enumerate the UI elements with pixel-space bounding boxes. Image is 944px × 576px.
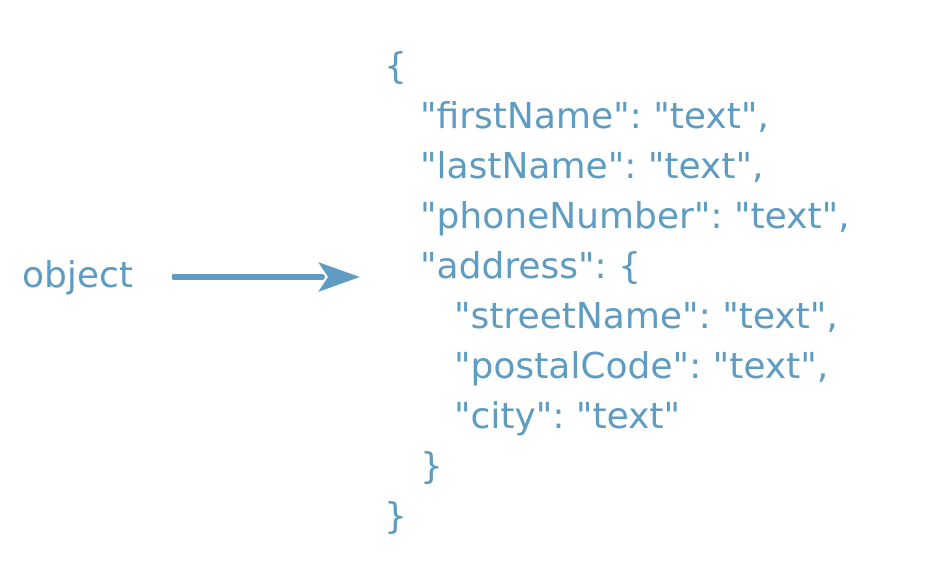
code-line: } <box>384 496 407 537</box>
code-line: "phoneNumber": "text", <box>420 196 850 237</box>
code-line: "streetName": "text", <box>454 296 838 337</box>
code-line: "lastName": "text", <box>420 146 764 187</box>
code-line: "address": { <box>420 246 642 287</box>
json-code-block: { "firstName": "text", "lastName": "text… <box>384 42 850 542</box>
code-line: "firstName": "text", <box>420 96 769 137</box>
code-line: { <box>384 46 407 87</box>
arrow-right-icon <box>172 262 360 292</box>
object-label: object <box>22 255 133 296</box>
code-line: "city": "text" <box>454 396 681 437</box>
code-line: } <box>420 446 443 487</box>
code-line: "postalCode": "text", <box>454 346 829 387</box>
